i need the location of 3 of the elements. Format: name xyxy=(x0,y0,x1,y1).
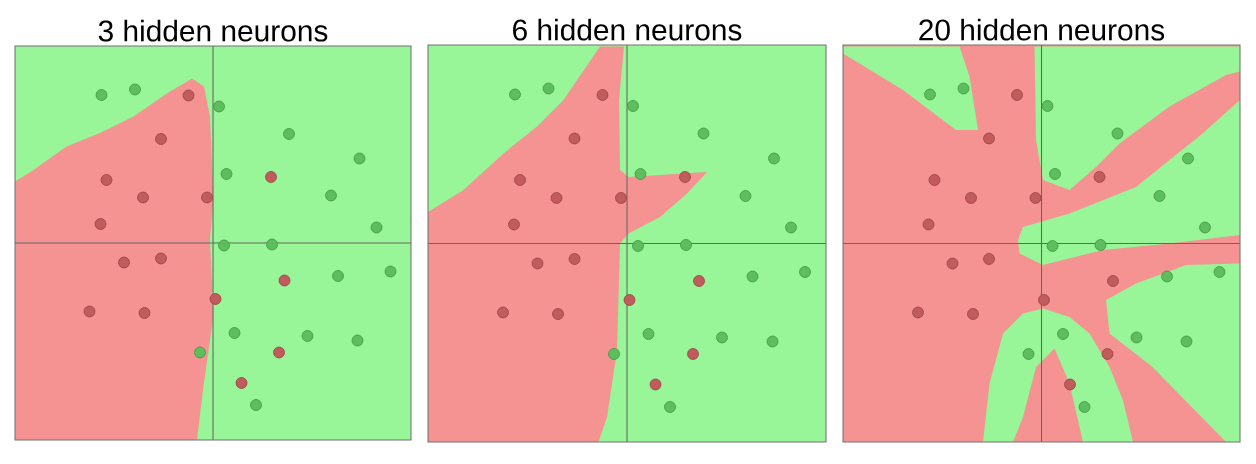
panel-title: 3 hidden neurons xyxy=(98,19,328,42)
panel-title: 20 hidden neurons xyxy=(919,18,1165,41)
panel-title: 6 hidden neurons xyxy=(513,18,742,41)
